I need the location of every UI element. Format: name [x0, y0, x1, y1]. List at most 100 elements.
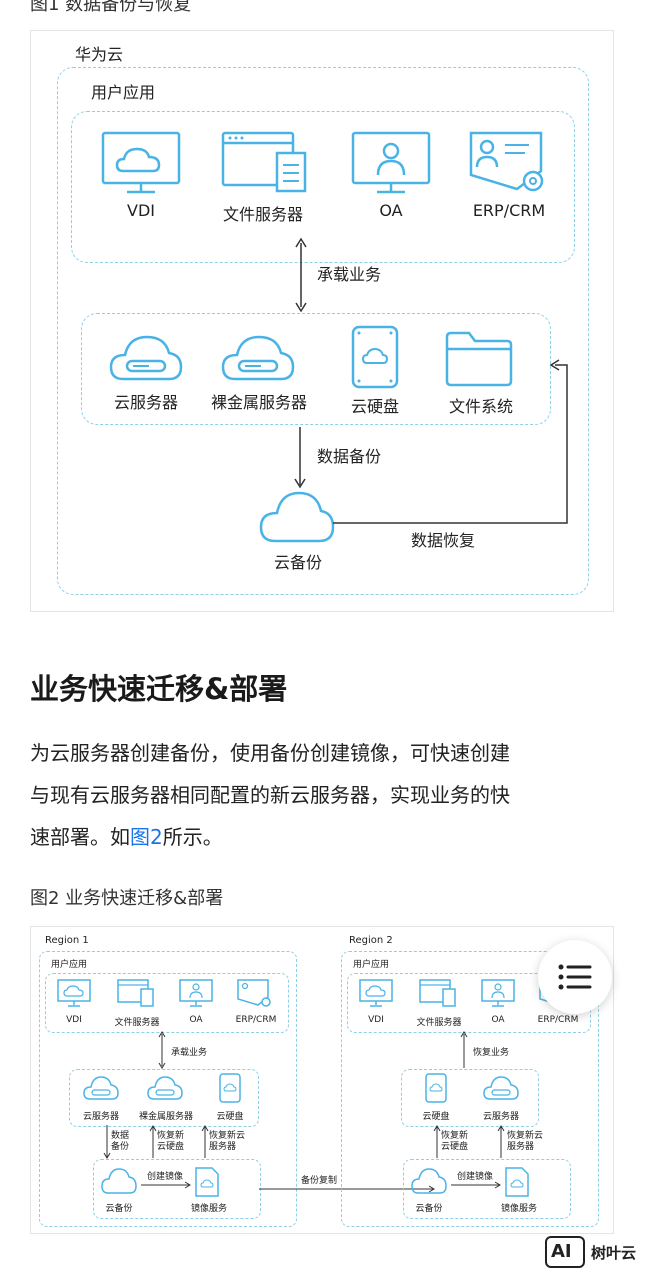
data-backup-label: 数据备份 — [317, 447, 382, 466]
data-restore-arrow — [333, 359, 568, 524]
region2-box — [341, 951, 599, 1227]
erp-crm-card-gear-icon — [469, 131, 544, 192]
paragraph-line-3-suffix: 所示。 — [162, 825, 223, 849]
cloud-zone — [57, 67, 589, 595]
data-backup-arrow — [294, 427, 306, 489]
region2-backup-box — [403, 1159, 571, 1219]
region1-carry-arrow — [158, 1031, 166, 1069]
carry-business-label: 承载业务 — [317, 265, 382, 284]
cloud-server-icon — [109, 335, 183, 381]
paragraph-line-3-prefix: 速部署。如 — [30, 825, 130, 849]
watermark: AI 树叶云 — [545, 1236, 641, 1270]
region1-oa-icon — [179, 979, 213, 1007]
user-apps-box — [71, 111, 575, 263]
file-server-window-icon — [221, 131, 307, 193]
app-label-vdi: VDI — [127, 201, 155, 220]
region2-user-apps-label: 用户应用 — [353, 960, 390, 970]
region2-vdi-icon — [359, 979, 393, 1007]
region1-cloud-backup-label: 云备份 — [105, 1204, 133, 1214]
backup-copy-arrow — [259, 1185, 435, 1193]
data-restore-label: 数据恢复 — [411, 531, 476, 550]
region1-cloud-disk-icon — [219, 1073, 241, 1103]
figure2: Region 1 用户应用 VDI 文件服务器 OA ERP/CRM 承载业务 … — [30, 926, 614, 1234]
cloud-backup-icon — [259, 491, 335, 543]
region1-apps-box — [45, 973, 289, 1033]
watermark-logo: AI — [545, 1236, 585, 1268]
user-apps-label: 用户应用 — [91, 83, 156, 102]
region2-cloud-backup-icon — [411, 1168, 447, 1194]
region2-resource-cloud-server: 云服务器 — [482, 1112, 519, 1122]
region2-cloud-disk-icon — [425, 1073, 447, 1103]
file-system-folder-icon — [445, 331, 513, 387]
region2-app-oa: OA — [491, 1015, 505, 1025]
region1-image-service-label: 镜像服务 — [190, 1204, 227, 1214]
region1-file-server-icon — [117, 979, 154, 1007]
figure1-caption: 图1 数据备份与恢复 — [30, 0, 192, 15]
region1-cloud-backup-icon — [101, 1168, 137, 1194]
region2-restore-disk-label: 恢复新 云硬盘 — [441, 1131, 469, 1152]
region2-restore-biz-arrow — [460, 1031, 468, 1068]
huawei-cloud-label: 华为云 — [75, 45, 124, 64]
region2-app-file-server: 文件服务器 — [416, 1018, 462, 1028]
carry-business-arrow — [295, 237, 307, 313]
menu-fab-button[interactable] — [538, 940, 612, 1014]
region1-label: Region 1 — [45, 935, 89, 946]
paragraph-line-1: 为云服务器创建备份，使用备份创建镜像，可快速创建 — [30, 741, 510, 765]
cloud-disk-icon — [351, 325, 399, 389]
region2-resources-box — [401, 1069, 539, 1127]
region1-app-vdi: VDI — [66, 1015, 82, 1025]
region1-carry-label: 承载业务 — [171, 1048, 208, 1058]
region2-cloud-backup-label: 云备份 — [415, 1204, 443, 1214]
figure2-link[interactable]: 图2 — [130, 825, 163, 849]
region2-label: Region 2 — [349, 935, 393, 946]
region2-image-service-icon — [505, 1167, 529, 1197]
region1-restore-server-label: 恢复新云 服务器 — [209, 1131, 246, 1152]
region2-resource-cloud-disk: 云硬盘 — [422, 1112, 450, 1122]
region2-create-image-arrow — [451, 1181, 501, 1189]
app-label-oa: OA — [379, 201, 403, 220]
region1-erp-crm-icon — [237, 979, 271, 1007]
resources-box — [81, 313, 551, 425]
menu-icon — [558, 964, 592, 990]
app-label-file-server: 文件服务器 — [222, 205, 303, 224]
resource-label-cloud-disk: 云硬盘 — [350, 397, 399, 416]
figure1: 华为云 用户应用 VDI 文件服务器 OA ERP/CRM — [30, 30, 614, 612]
region2-app-erp-crm: ERP/CRM — [537, 1015, 579, 1025]
region1-restore-disk-label: 恢复新 云硬盘 — [157, 1131, 185, 1152]
paragraph-line-2: 与现有云服务器相同配置的新云服务器，实现业务的快 — [30, 783, 510, 807]
region1-cloud-server-icon — [83, 1076, 119, 1100]
figure2-caption: 图2 业务快速迁移&部署 — [30, 888, 224, 909]
region2-restore-arrows — [433, 1125, 505, 1158]
region2-app-vdi: VDI — [368, 1015, 384, 1025]
oa-user-monitor-icon — [351, 131, 431, 194]
region1-box — [39, 951, 297, 1227]
region2-image-service-label: 镜像服务 — [500, 1204, 537, 1214]
region1-create-image-label: 创建镜像 — [147, 1172, 184, 1182]
region2-oa-icon — [481, 979, 515, 1007]
watermark-logo-text: AI — [551, 1241, 572, 1262]
cloud-backup-label: 云备份 — [273, 553, 322, 572]
region1-vdi-icon — [57, 979, 91, 1007]
region1-resource-bare-metal: 裸金属服务器 — [138, 1112, 193, 1122]
region1-app-file-server: 文件服务器 — [114, 1018, 160, 1028]
region2-cloud-server-icon — [483, 1076, 519, 1100]
resource-label-bare-metal: 裸金属服务器 — [210, 393, 307, 412]
region1-image-service-icon — [195, 1167, 219, 1197]
region2-create-image-label: 创建镜像 — [457, 1172, 494, 1182]
region2-restore-server-label: 恢复新云 服务器 — [507, 1131, 544, 1152]
region1-resource-cloud-server: 云服务器 — [82, 1112, 119, 1122]
resource-label-cloud-server: 云服务器 — [113, 393, 178, 412]
app-label-erp-crm: ERP/CRM — [472, 201, 546, 220]
region1-data-backup-label: 数据 备份 — [111, 1131, 130, 1152]
backup-copy-label: 备份复制 — [301, 1176, 338, 1186]
paragraph-line-3: 速部署。如图2所示。 — [30, 816, 620, 858]
region1-bare-metal-icon — [147, 1076, 183, 1100]
bare-metal-server-icon — [221, 335, 295, 381]
region1-resources-box — [69, 1069, 259, 1127]
region1-app-erp-crm: ERP/CRM — [235, 1015, 277, 1025]
region2-file-server-icon — [419, 979, 456, 1007]
section-heading: 业务快速迁移&部署 — [30, 672, 288, 706]
region1-create-image-arrow — [141, 1181, 191, 1189]
region2-restore-biz-label: 恢复业务 — [473, 1048, 510, 1058]
vdi-monitor-icon — [101, 131, 181, 194]
